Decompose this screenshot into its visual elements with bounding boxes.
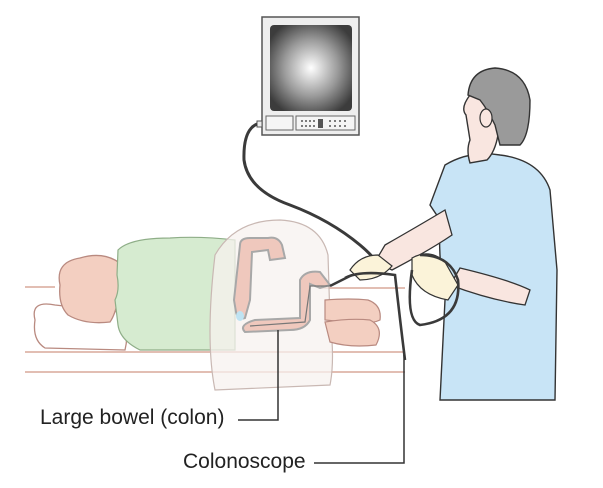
colonoscope-cable — [242, 122, 382, 271]
appendix-highlight — [236, 311, 244, 321]
monitor — [256, 16, 360, 136]
colonoscope-tip — [249, 285, 330, 327]
colonoscope-loop — [344, 253, 460, 361]
label-large-bowel: Large bowel (colon) — [40, 406, 225, 429]
doctor — [349, 67, 558, 401]
leader-lines — [238, 330, 405, 464]
monitor-controls — [301, 119, 346, 128]
label-colonoscope: Colonoscope — [183, 450, 306, 473]
patient-feet — [324, 298, 381, 347]
patient-head — [58, 254, 123, 324]
patient-gown — [114, 236, 236, 351]
colonoscope-insertion — [329, 273, 353, 288]
